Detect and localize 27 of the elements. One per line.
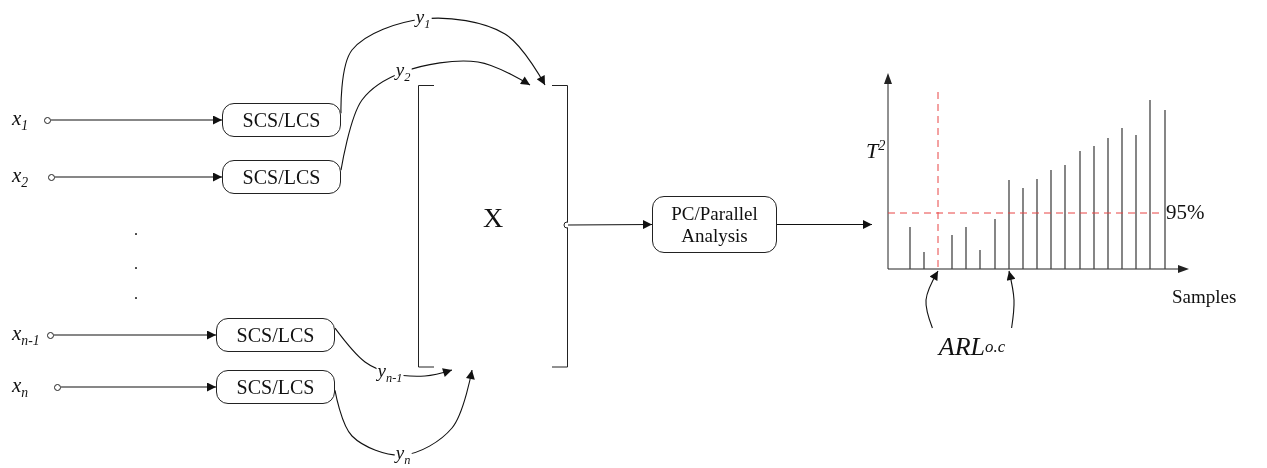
arrow <box>50 115 223 125</box>
matrix-bracket: X <box>418 85 568 370</box>
ellipsis-dot: . <box>134 256 138 272</box>
arrow <box>340 60 531 171</box>
threshold-label: 95% <box>1166 202 1205 223</box>
process-box: PC/Parallel Analysis <box>652 196 777 253</box>
axis-label: T$^{2}$ <box>866 138 886 163</box>
axis-label: Samples <box>1172 287 1237 306</box>
arrow <box>340 17 546 114</box>
variable-label: x$_{n}$ <box>12 372 29 402</box>
arrow <box>567 220 653 230</box>
variable-label: x$_{n-1}$ <box>12 320 40 350</box>
arrow <box>776 220 873 229</box>
ellipsis-dot: . <box>134 286 138 302</box>
ellipsis-dot: . <box>134 222 138 238</box>
variable-label: x$_{1}$ <box>12 105 29 135</box>
arrow <box>1006 270 1016 329</box>
arrow <box>925 270 939 329</box>
variable-label: x$_{2}$ <box>12 162 29 192</box>
arrow <box>60 382 217 392</box>
process-box: SCS/LCS <box>222 160 341 194</box>
process-box: SCS/LCS <box>216 318 335 352</box>
arrow <box>53 330 217 340</box>
process-box: SCS/LCS <box>216 370 335 404</box>
arrow <box>54 172 223 182</box>
process-box: SCS/LCS <box>222 103 341 137</box>
arrow <box>334 369 475 456</box>
